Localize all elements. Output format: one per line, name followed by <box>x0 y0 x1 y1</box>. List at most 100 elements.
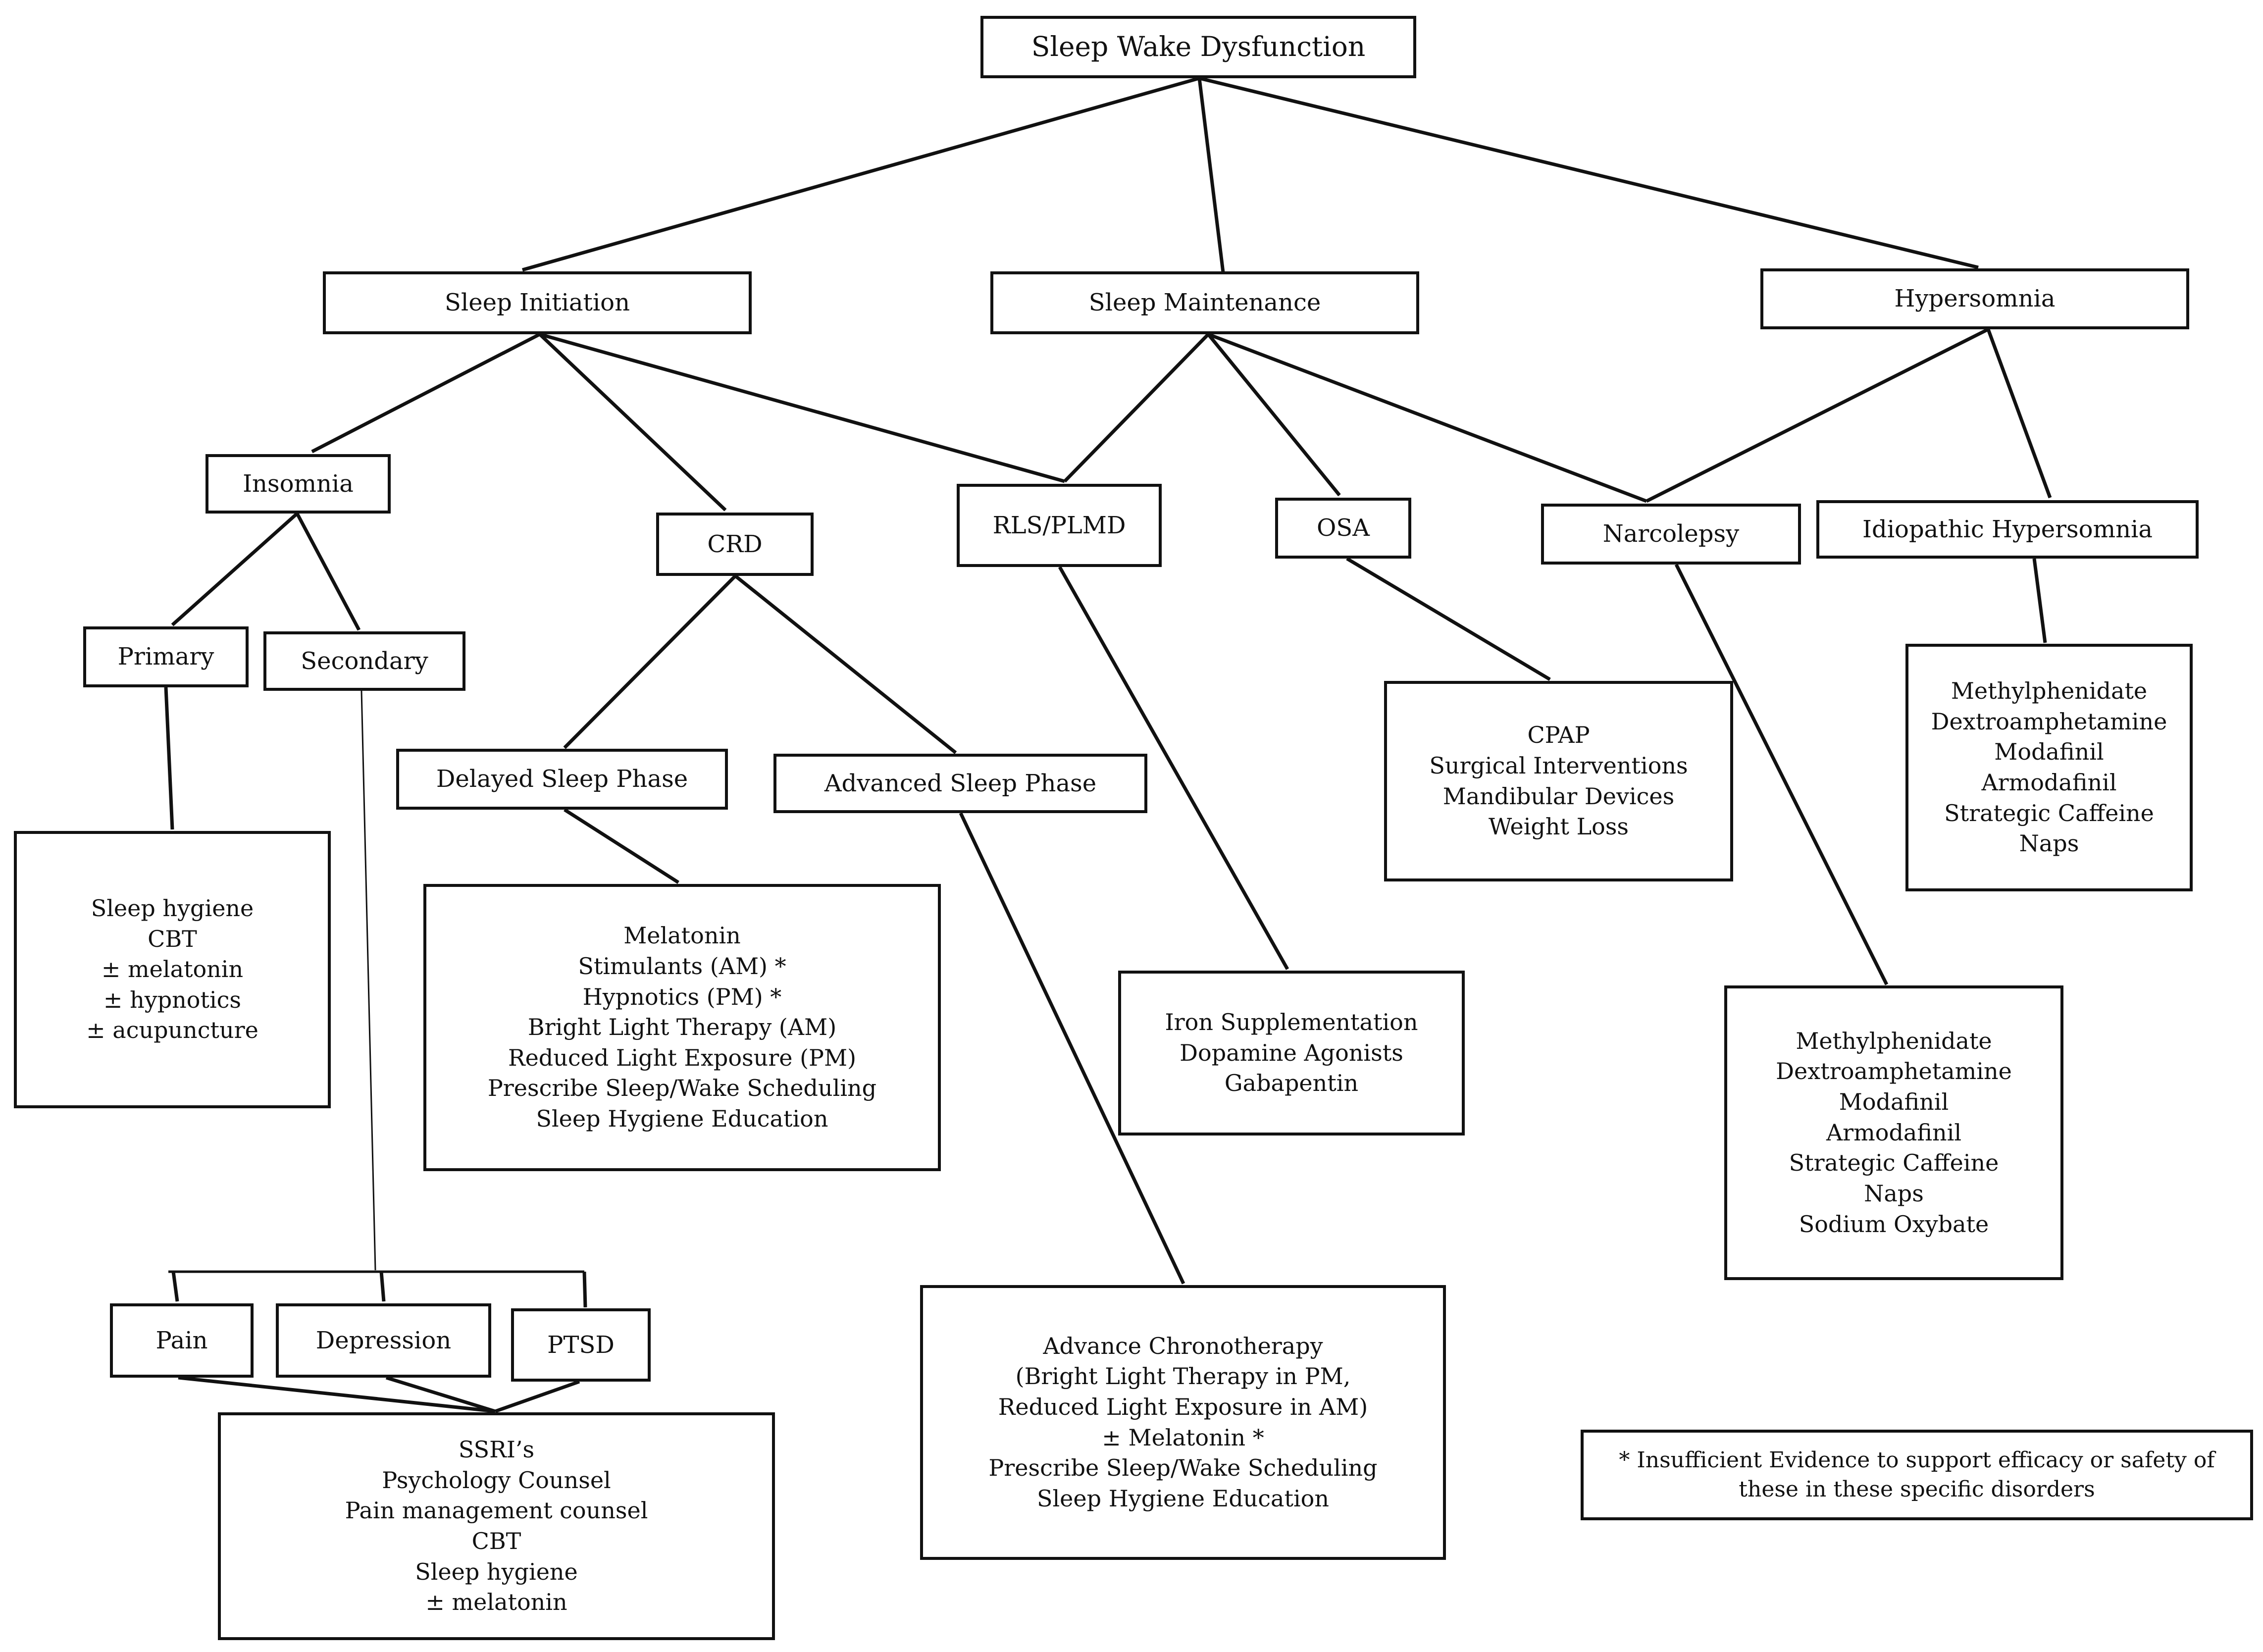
node-sleep-maintenance-label: Sleep Maintenance <box>1088 289 1321 317</box>
node-secondary: Secondary <box>263 631 465 691</box>
node-narcolepsy: Narcolepsy <box>1541 504 1801 565</box>
node-pain-label: Pain <box>155 1326 208 1354</box>
treatment-idiopathic-hypersomnia-list-line: Methylphenidate <box>1951 677 2148 705</box>
edge-narcolepsy-treatment <box>1674 564 1889 985</box>
treatment-rls-plmd-list-line: Gabapentin <box>1224 1070 1359 1097</box>
treatment-delayed-sleep-phase-list-line: Prescribe Sleep/Wake Scheduling <box>487 1075 877 1102</box>
footnote-box: * Insufficient Evidence to support effic… <box>1581 1430 2253 1520</box>
treatment-advanced-sleep-phase-list-line: ± Melatonin * <box>1102 1424 1264 1451</box>
node-sleep-initiation-label: Sleep Initiation <box>445 289 630 317</box>
edge-initiation-crd <box>538 333 727 512</box>
node-narcolepsy-label: Narcolepsy <box>1602 520 1740 548</box>
treatment-delayed-sleep-phase-list-line: Sleep Hygiene Education <box>536 1105 828 1133</box>
node-insomnia-label: Insomnia <box>243 469 354 498</box>
node-idiopathic-hypersomnia: Idiopathic Hypersomnia <box>1816 500 2199 559</box>
edge-initiation-rls <box>539 332 1065 483</box>
edge-osa-treatment <box>1346 557 1551 681</box>
edge-maintenance-narcolepsy <box>1207 332 1647 503</box>
edge-insomnia-secondary <box>295 513 361 631</box>
node-ptsd: PTSD <box>511 1308 651 1382</box>
edge-advanced-treatment <box>959 812 1185 1285</box>
treatment-idiopathic-hypersomnia-list-line: Strategic Caffeine <box>1944 799 2154 826</box>
treatment-osa-list-line: Weight Loss <box>1488 813 1629 840</box>
node-ptsd-label: PTSD <box>547 1331 615 1359</box>
treatment-delayed-sleep-phase-list-line: Reduced Light Exposure (PM) <box>508 1044 857 1071</box>
edge-root-initiation <box>522 76 1200 272</box>
node-advanced-sleep-phase-label: Advanced Sleep Phase <box>824 769 1097 797</box>
treatment-primary-list-line: ± hypnotics <box>103 986 242 1013</box>
footnote-text: * Insufficient Evidence to support effic… <box>1619 1446 2214 1504</box>
edge-split-depression <box>379 1271 386 1302</box>
treatment-primary-list-line: ± acupuncture <box>86 1017 258 1044</box>
node-hypersomnia-label: Hypersomnia <box>1894 285 2056 313</box>
edge-hypersomnia-narcolepsy <box>1646 327 1989 503</box>
treatment-advanced-sleep-phase-list-line: Sleep Hygiene Education <box>1036 1485 1330 1512</box>
treatment-delayed-sleep-phase-list-line: Bright Light Therapy (AM) <box>527 1014 837 1041</box>
treatment-delayed-sleep-phase-list-line: Stimulants (AM) * <box>578 952 786 980</box>
node-crd: CRD <box>656 513 814 576</box>
edge-pain-treatment <box>178 1376 496 1413</box>
node-secondary-label: Secondary <box>301 647 428 675</box>
node-idiopathic-hypersomnia-label: Idiopathic Hypersomnia <box>1862 515 2153 543</box>
edge-delayed-treatment <box>564 808 679 884</box>
edge-ptsd-treatment <box>494 1380 580 1413</box>
edge-maintenance-rls <box>1063 333 1210 483</box>
treatment-osa-list-line: Surgical Interventions <box>1429 752 1688 779</box>
treatment-rls-plmd-list-line: Iron Supplementation <box>1165 1009 1418 1036</box>
edge-initiation-insomnia <box>311 332 541 454</box>
treatment-osa-list-line: CPAP <box>1527 722 1590 749</box>
treatment-primary-list-line: CBT <box>148 925 197 952</box>
node-sleep-initiation: Sleep Initiation <box>323 271 752 334</box>
node-osa: OSA <box>1275 498 1411 559</box>
treatment-narcolepsy-list-line: Armodafinil <box>1826 1119 1962 1146</box>
node-crd-label: CRD <box>707 530 763 558</box>
treatment-advanced-sleep-phase-list: Advance Chronotherapy(Bright Light Thera… <box>988 1331 1377 1514</box>
node-rls-plmd: RLS/PLMD <box>957 484 1162 567</box>
node-delayed-sleep-phase-label: Delayed Sleep Phase <box>436 765 688 793</box>
edge-depression-treatment <box>385 1376 496 1413</box>
node-rls-plmd-label: RLS/PLMD <box>992 511 1126 539</box>
treatment-narcolepsy-list-line: Dextroamphetamine <box>1776 1058 2012 1085</box>
node-osa-label: OSA <box>1317 514 1370 542</box>
edge-primary-treatment <box>164 687 174 830</box>
edge-root-hypersomnia <box>1199 76 1979 269</box>
treatment-narcolepsy-list-line: Naps <box>1864 1180 1924 1207</box>
node-advanced-sleep-phase: Advanced Sleep Phase <box>773 754 1147 813</box>
treatment-advanced-sleep-phase-list-line: Reduced Light Exposure in AM) <box>998 1393 1368 1420</box>
edge-split-ptsd <box>582 1271 587 1308</box>
treatment-primary-list-line: ± melatonin <box>101 956 244 983</box>
treatment-advanced-sleep-phase-list-line: Advance Chronotherapy <box>1043 1332 1323 1359</box>
edge-secondary-split <box>360 690 376 1271</box>
edge-rls-treatment <box>1058 566 1289 970</box>
treatment-osa-list-line: Mandibular Devices <box>1442 782 1675 810</box>
edge-hypersomnia-idiopathic <box>1986 328 2052 499</box>
edge-idiopathic-treatment <box>2032 558 2047 643</box>
node-primary-label: Primary <box>117 643 214 671</box>
node-delayed-sleep-phase: Delayed Sleep Phase <box>396 749 728 810</box>
node-sleep-maintenance: Sleep Maintenance <box>990 271 1419 334</box>
treatment-secondary-list-line: ± melatonin <box>425 1589 567 1616</box>
treatment-primary-list-line: Sleep hygiene <box>91 894 254 922</box>
treatment-delayed-sleep-phase-list-line: Melatonin <box>623 922 741 949</box>
node-hypersomnia: Hypersomnia <box>1760 268 2189 329</box>
node-depression: Depression <box>276 1303 491 1378</box>
treatment-rls-plmd-list-line: Dopamine Agonists <box>1180 1039 1403 1066</box>
treatment-advanced-sleep-phase: Advance Chronotherapy(Bright Light Thera… <box>920 1285 1446 1560</box>
treatment-narcolepsy-list-line: Modafinil <box>1839 1088 1949 1116</box>
treatment-secondary-list-line: Sleep hygiene <box>415 1558 578 1585</box>
treatment-advanced-sleep-phase-list-line: Prescribe Sleep/Wake Scheduling <box>988 1454 1378 1482</box>
edge-root-maintenance <box>1197 78 1225 273</box>
